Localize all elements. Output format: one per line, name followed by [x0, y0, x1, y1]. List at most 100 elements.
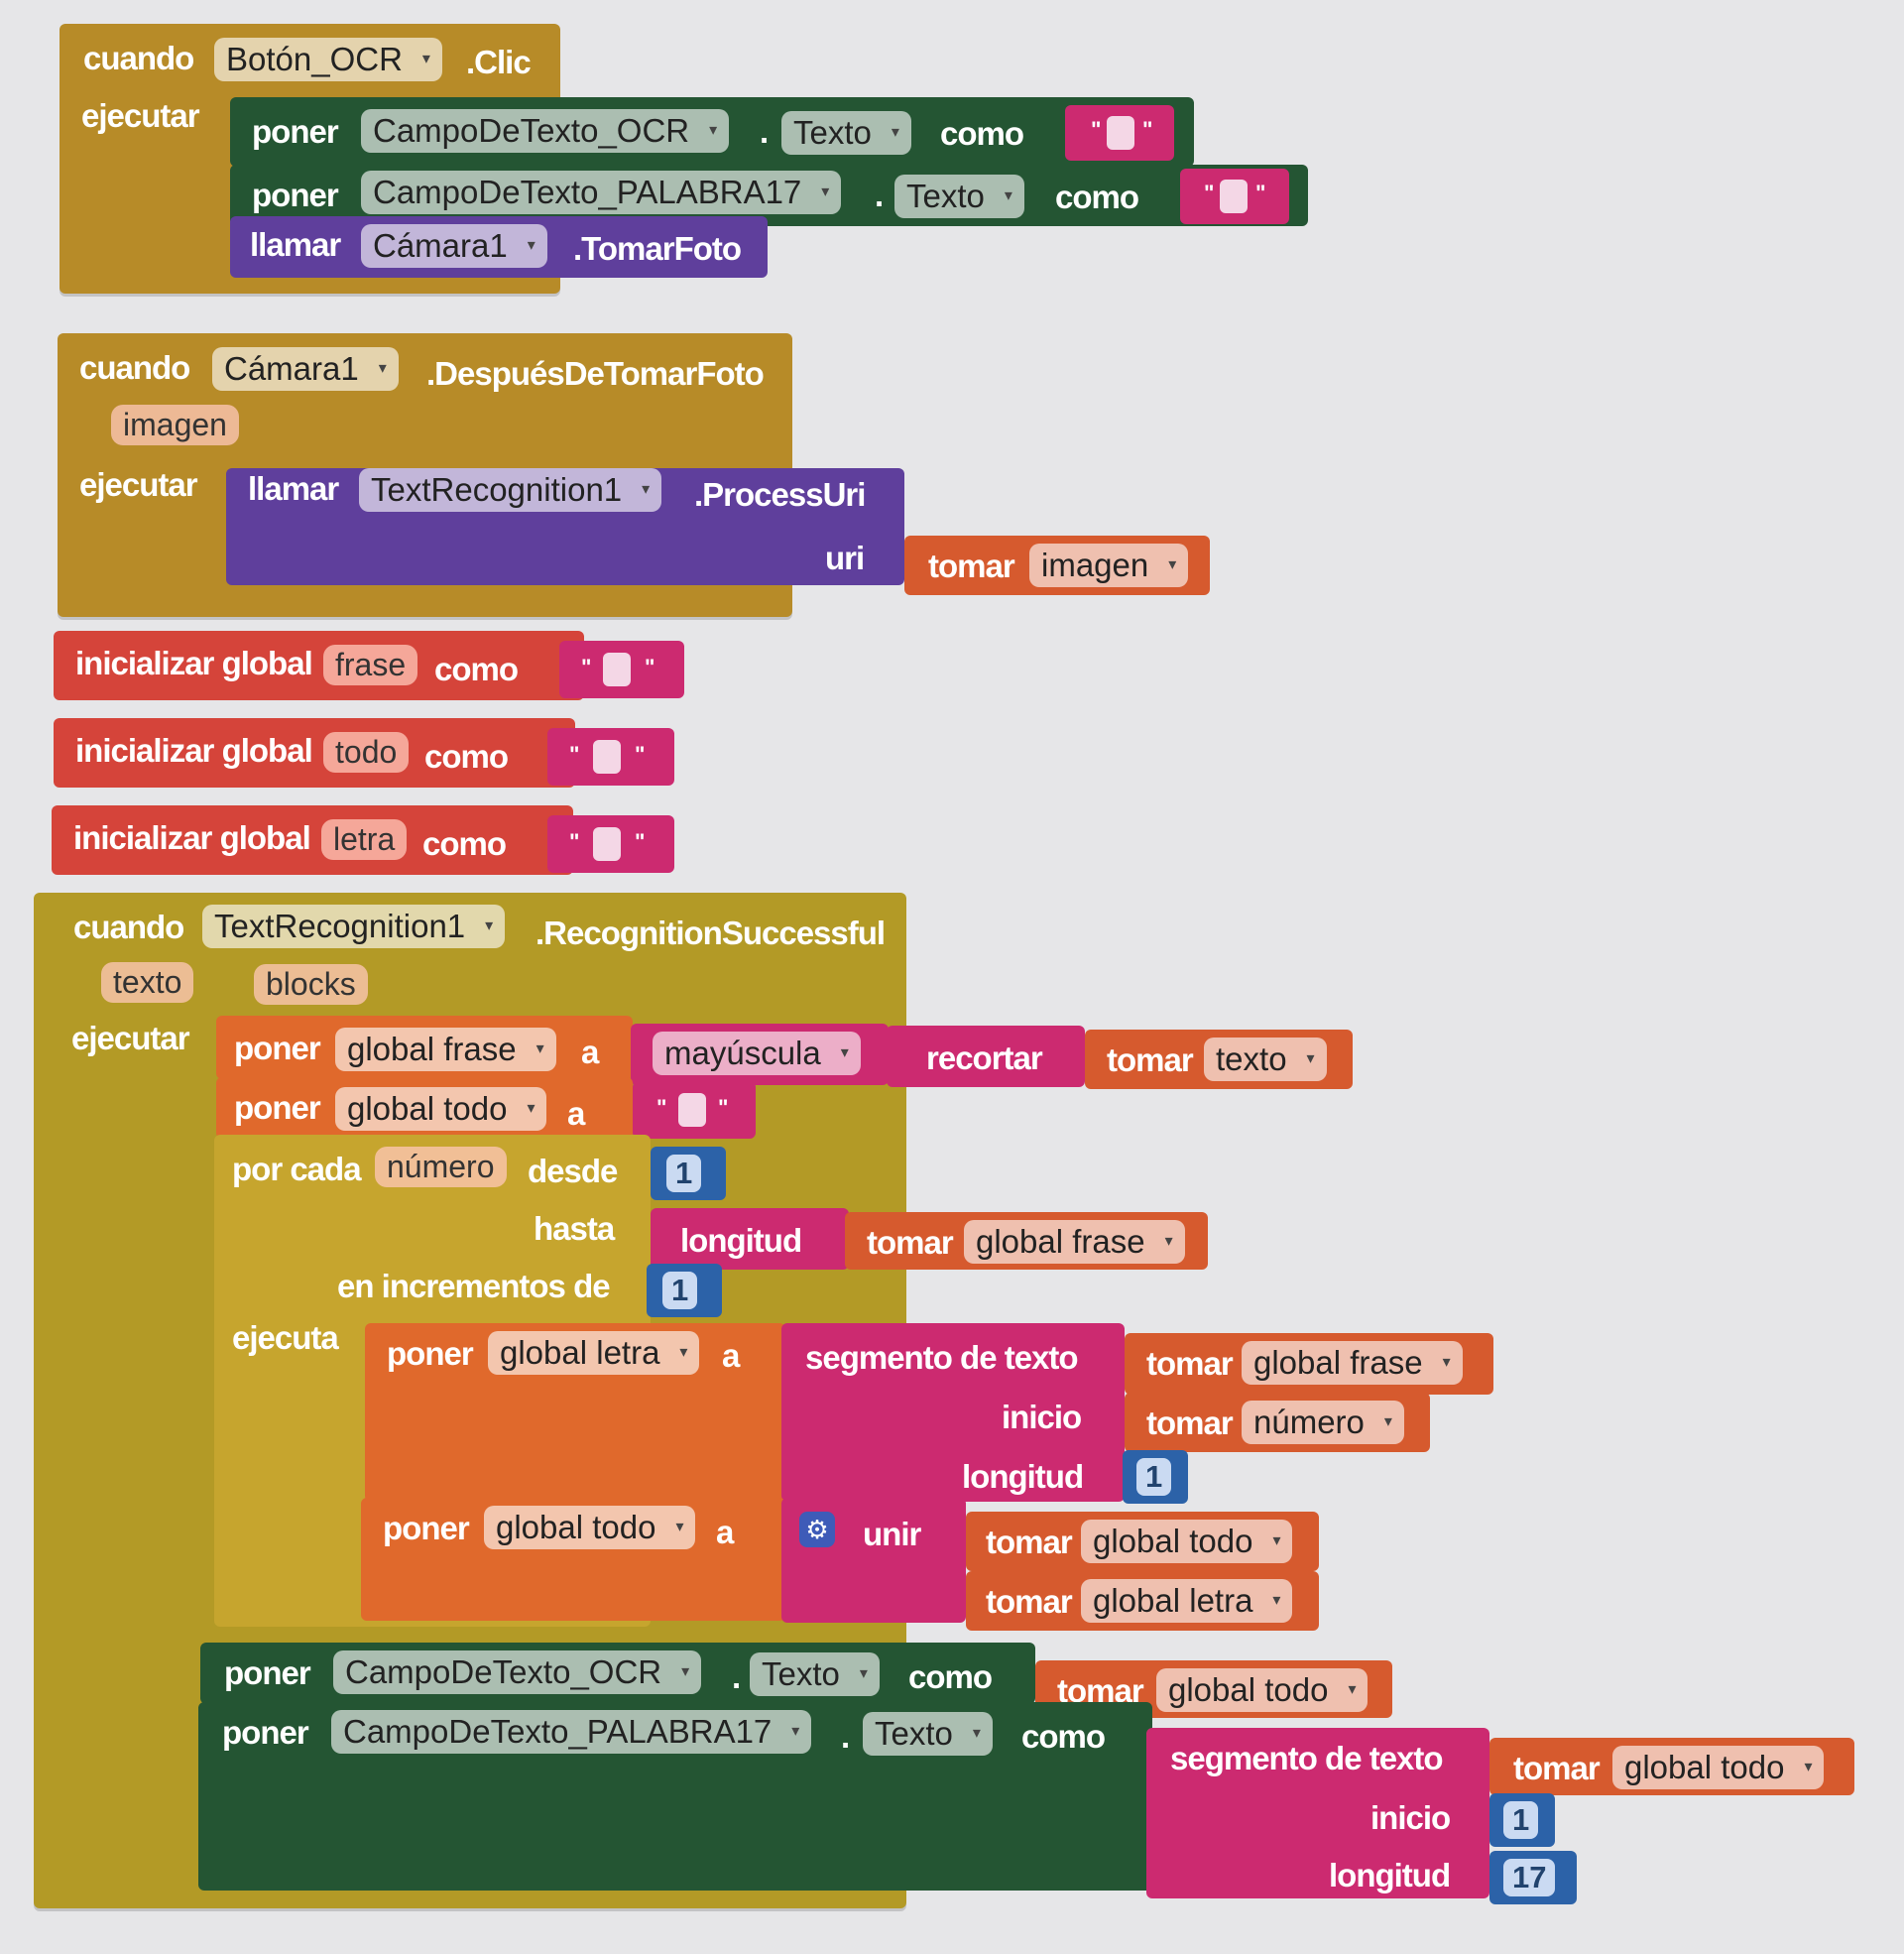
variable-label: texto: [1216, 1040, 1287, 1077]
get-global-todo-block[interactable]: tomar global todo ▾: [966, 1512, 1319, 1571]
global-name-field[interactable]: letra: [321, 819, 408, 861]
variable-dropdown[interactable]: global todo ▾: [1081, 1520, 1293, 1564]
call-block-processuri[interactable]: llamar TextRecognition1 ▾ .ProcessUri ur…: [226, 468, 904, 585]
get-texto-block[interactable]: tomar texto ▾: [1085, 1030, 1353, 1089]
global-init-letra[interactable]: inicializar global letra como: [52, 805, 573, 875]
chevron-down-icon: ▾: [675, 1519, 684, 1536]
number-value[interactable]: 17: [1503, 1859, 1556, 1897]
component-dropdown[interactable]: CampoDeTexto_OCR ▾: [333, 1650, 702, 1695]
text-segment-block[interactable]: segmento de texto inicio longitud: [781, 1323, 1125, 1502]
loop-var-field[interactable]: número: [375, 1147, 507, 1188]
chevron-down-icon: ▾: [527, 1100, 536, 1118]
chevron-down-icon: ▾: [791, 1723, 800, 1741]
global-init-todo[interactable]: inicializar global todo como: [54, 718, 575, 788]
get-numero-block[interactable]: tomar número ▾: [1125, 1393, 1430, 1452]
number-block-length[interactable]: 1: [1123, 1450, 1188, 1504]
variable-dropdown[interactable]: imagen ▾: [1029, 544, 1189, 588]
get-global-frase-block[interactable]: tomar global frase ▾: [845, 1212, 1208, 1270]
property-dropdown[interactable]: Texto ▾: [863, 1712, 993, 1757]
number-block-start[interactable]: 1: [1489, 1793, 1555, 1847]
variable-dropdown[interactable]: global todo ▾: [484, 1506, 696, 1550]
component-dropdown[interactable]: CampoDeTexto_OCR ▾: [361, 109, 730, 154]
variable-dropdown[interactable]: texto ▾: [1204, 1038, 1327, 1082]
number-block-length[interactable]: 17: [1489, 1851, 1577, 1904]
chevron-down-icon: ▾: [1004, 187, 1012, 205]
set-global-frase-block[interactable]: poner global frase ▾ a: [216, 1016, 633, 1079]
set-global-todo-join-block[interactable]: poner global todo ▾ a: [361, 1498, 785, 1621]
length-block[interactable]: longitud: [651, 1208, 849, 1270]
global-init-frase[interactable]: inicializar global frase como: [54, 631, 584, 700]
empty-text-block[interactable]: " ": [547, 815, 674, 873]
dot-label: .: [841, 1718, 850, 1755]
variable-dropdown[interactable]: global letra ▾: [1081, 1579, 1293, 1624]
join-block[interactable]: ⚙ unir: [781, 1498, 966, 1623]
set-block-ocr-text[interactable]: poner CampoDeTexto_OCR ▾ . Texto ▾ como: [230, 97, 1194, 167]
param-texto[interactable]: texto: [101, 962, 194, 1004]
set-block-palabra17-text[interactable]: poner CampoDeTexto_PALABRA17 ▾ . Texto ▾…: [230, 165, 1308, 226]
variable-label: global todo: [1168, 1671, 1329, 1708]
set-block-ocr-text-final[interactable]: poner CampoDeTexto_OCR ▾ . Texto ▾ como: [200, 1643, 1035, 1704]
set-global-todo-block[interactable]: poner global todo ▾ a: [216, 1077, 633, 1139]
empty-string-field[interactable]: [593, 740, 621, 774]
param-imagen[interactable]: imagen: [111, 405, 239, 446]
empty-string-field[interactable]: [1220, 180, 1248, 213]
get-global-letra-block[interactable]: tomar global letra ▾: [966, 1571, 1319, 1631]
set-block-palabra17-text-final[interactable]: poner CampoDeTexto_PALABRA17 ▾ . Texto ▾…: [198, 1702, 1152, 1891]
gear-icon[interactable]: ⚙: [799, 1512, 835, 1547]
number-block-from[interactable]: 1: [651, 1147, 726, 1200]
component-dropdown[interactable]: TextRecognition1 ▾: [202, 905, 506, 949]
property-dropdown[interactable]: Texto ▾: [894, 175, 1024, 219]
property-dropdown[interactable]: Texto ▾: [781, 111, 911, 156]
variable-dropdown[interactable]: global frase ▾: [1242, 1341, 1463, 1386]
variable-dropdown[interactable]: global todo ▾: [1612, 1746, 1825, 1790]
variable-dropdown[interactable]: global todo ▾: [335, 1087, 547, 1132]
component-dropdown[interactable]: Botón_OCR ▾: [214, 38, 442, 82]
empty-string-field[interactable]: [678, 1093, 706, 1127]
step-keyword: en incrementos de: [337, 1268, 611, 1304]
case-dropdown[interactable]: mayúscula ▾: [653, 1032, 861, 1076]
component-label: CampoDeTexto_OCR: [373, 112, 690, 149]
get-keyword: tomar: [986, 1583, 1073, 1620]
empty-text-block[interactable]: " ": [547, 728, 674, 786]
length-keyword: longitud: [962, 1458, 1084, 1495]
component-dropdown[interactable]: CampoDeTexto_PALABRA17 ▾: [331, 1710, 812, 1755]
empty-text-block[interactable]: " ": [559, 641, 684, 698]
empty-text-block[interactable]: " ": [633, 1081, 756, 1139]
get-keyword: tomar: [1057, 1672, 1144, 1709]
global-name-field[interactable]: frase: [323, 645, 418, 686]
number-value[interactable]: 1: [666, 1155, 702, 1193]
empty-string-field[interactable]: [1107, 116, 1134, 150]
empty-string-field[interactable]: [603, 653, 631, 686]
param-blocks[interactable]: blocks: [254, 964, 368, 1006]
empty-string-field[interactable]: [593, 827, 621, 861]
variable-dropdown[interactable]: global letra ▾: [488, 1331, 700, 1376]
component-dropdown[interactable]: Cámara1 ▾: [212, 347, 399, 392]
call-keyword: llamar: [250, 226, 341, 263]
property-dropdown[interactable]: Texto ▾: [750, 1652, 880, 1697]
get-block-imagen[interactable]: tomar imagen ▾: [904, 536, 1210, 595]
global-name-field[interactable]: todo: [323, 732, 410, 774]
number-block-step[interactable]: 1: [647, 1264, 722, 1317]
number-value[interactable]: 1: [1136, 1458, 1172, 1497]
component-dropdown[interactable]: Cámara1 ▾: [361, 224, 547, 269]
set-global-letra-block[interactable]: poner global letra ▾ a: [365, 1323, 785, 1502]
get-global-todo-block[interactable]: tomar global todo ▾: [1489, 1738, 1854, 1795]
get-global-frase-block[interactable]: tomar global frase ▾: [1125, 1333, 1493, 1395]
trim-block[interactable]: recortar: [887, 1026, 1085, 1087]
join-keyword: unir: [863, 1516, 921, 1552]
variable-dropdown[interactable]: número ▾: [1242, 1401, 1404, 1445]
variable-dropdown[interactable]: global todo ▾: [1156, 1668, 1368, 1713]
component-dropdown[interactable]: TextRecognition1 ▾: [359, 468, 662, 513]
number-value[interactable]: 1: [662, 1272, 698, 1310]
component-dropdown[interactable]: CampoDeTexto_PALABRA17 ▾: [361, 171, 842, 215]
variable-dropdown[interactable]: global frase ▾: [964, 1220, 1185, 1265]
empty-text-block[interactable]: " ": [1180, 169, 1289, 224]
call-block-tomarfoto[interactable]: llamar Cámara1 ▾ .TomarFoto: [230, 216, 768, 278]
empty-text-block[interactable]: " ": [1065, 105, 1174, 161]
uppercase-block[interactable]: mayúscula ▾: [631, 1024, 889, 1085]
as-keyword: como: [1055, 179, 1139, 215]
number-value[interactable]: 1: [1503, 1801, 1539, 1840]
from-keyword: desde: [528, 1153, 618, 1189]
text-segment-block[interactable]: segmento de texto inicio longitud: [1146, 1728, 1489, 1898]
variable-dropdown[interactable]: global frase ▾: [335, 1028, 556, 1072]
